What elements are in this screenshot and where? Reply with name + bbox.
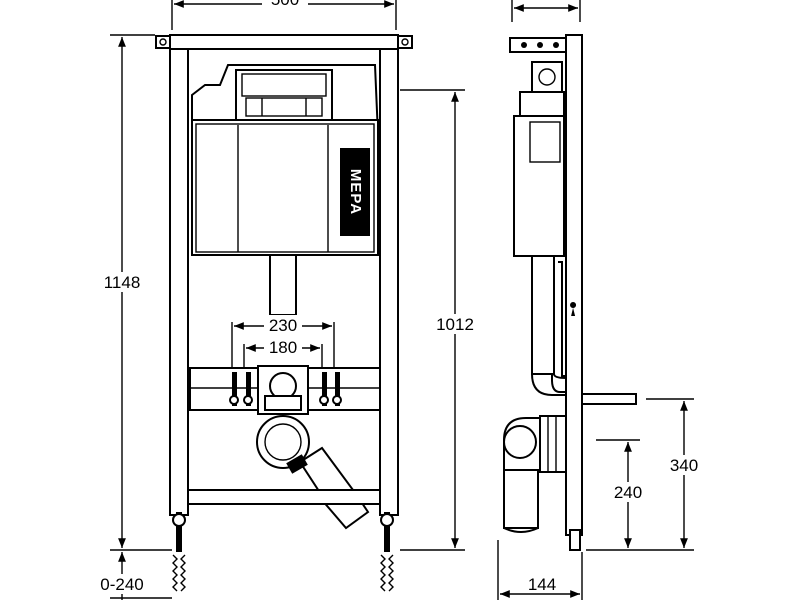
- top-crossbar: [169, 34, 399, 50]
- dim-spacing-inner: 180: [269, 338, 297, 357]
- adjustable-feet: [172, 512, 394, 592]
- dim-height-upper: 340: [670, 456, 698, 475]
- dim-width-top: 500: [271, 0, 299, 9]
- dim-height-frame: 1012: [436, 315, 474, 334]
- dim-depth: 144: [528, 575, 556, 594]
- side-valve: [531, 61, 563, 93]
- side-upright: [565, 34, 583, 536]
- brand-logo: [340, 148, 370, 236]
- front-view: MEPA: [155, 34, 413, 592]
- flush-opening: [235, 69, 333, 121]
- flush-pipe: [269, 254, 297, 316]
- dim-height-total: 1148: [104, 273, 141, 292]
- brand-logo-text: MEPA: [347, 169, 364, 215]
- waste-bend: [256, 415, 370, 530]
- right-upright: [379, 34, 399, 516]
- cistern: MEPA: [191, 64, 380, 256]
- dim-spacing-outer: 230: [269, 316, 297, 335]
- front-dimensions: 500 1148 0-240 1012 230 180: [92, 0, 480, 600]
- dim-foot-adjust: 0-240: [100, 575, 143, 594]
- mounting-crossbar: [189, 365, 381, 415]
- side-dimensions: 144 340 240: [497, 398, 708, 600]
- side-waste-bend: [503, 415, 567, 533]
- dim-height-lower: 240: [614, 483, 642, 502]
- side-view: [503, 0, 637, 551]
- left-upright: [169, 34, 189, 516]
- bottom-crossbar: [187, 489, 381, 505]
- top-bracket-left: [155, 35, 171, 49]
- side-cistern: [513, 115, 565, 257]
- top-bracket-right: [397, 35, 413, 49]
- side-stud: [581, 393, 637, 405]
